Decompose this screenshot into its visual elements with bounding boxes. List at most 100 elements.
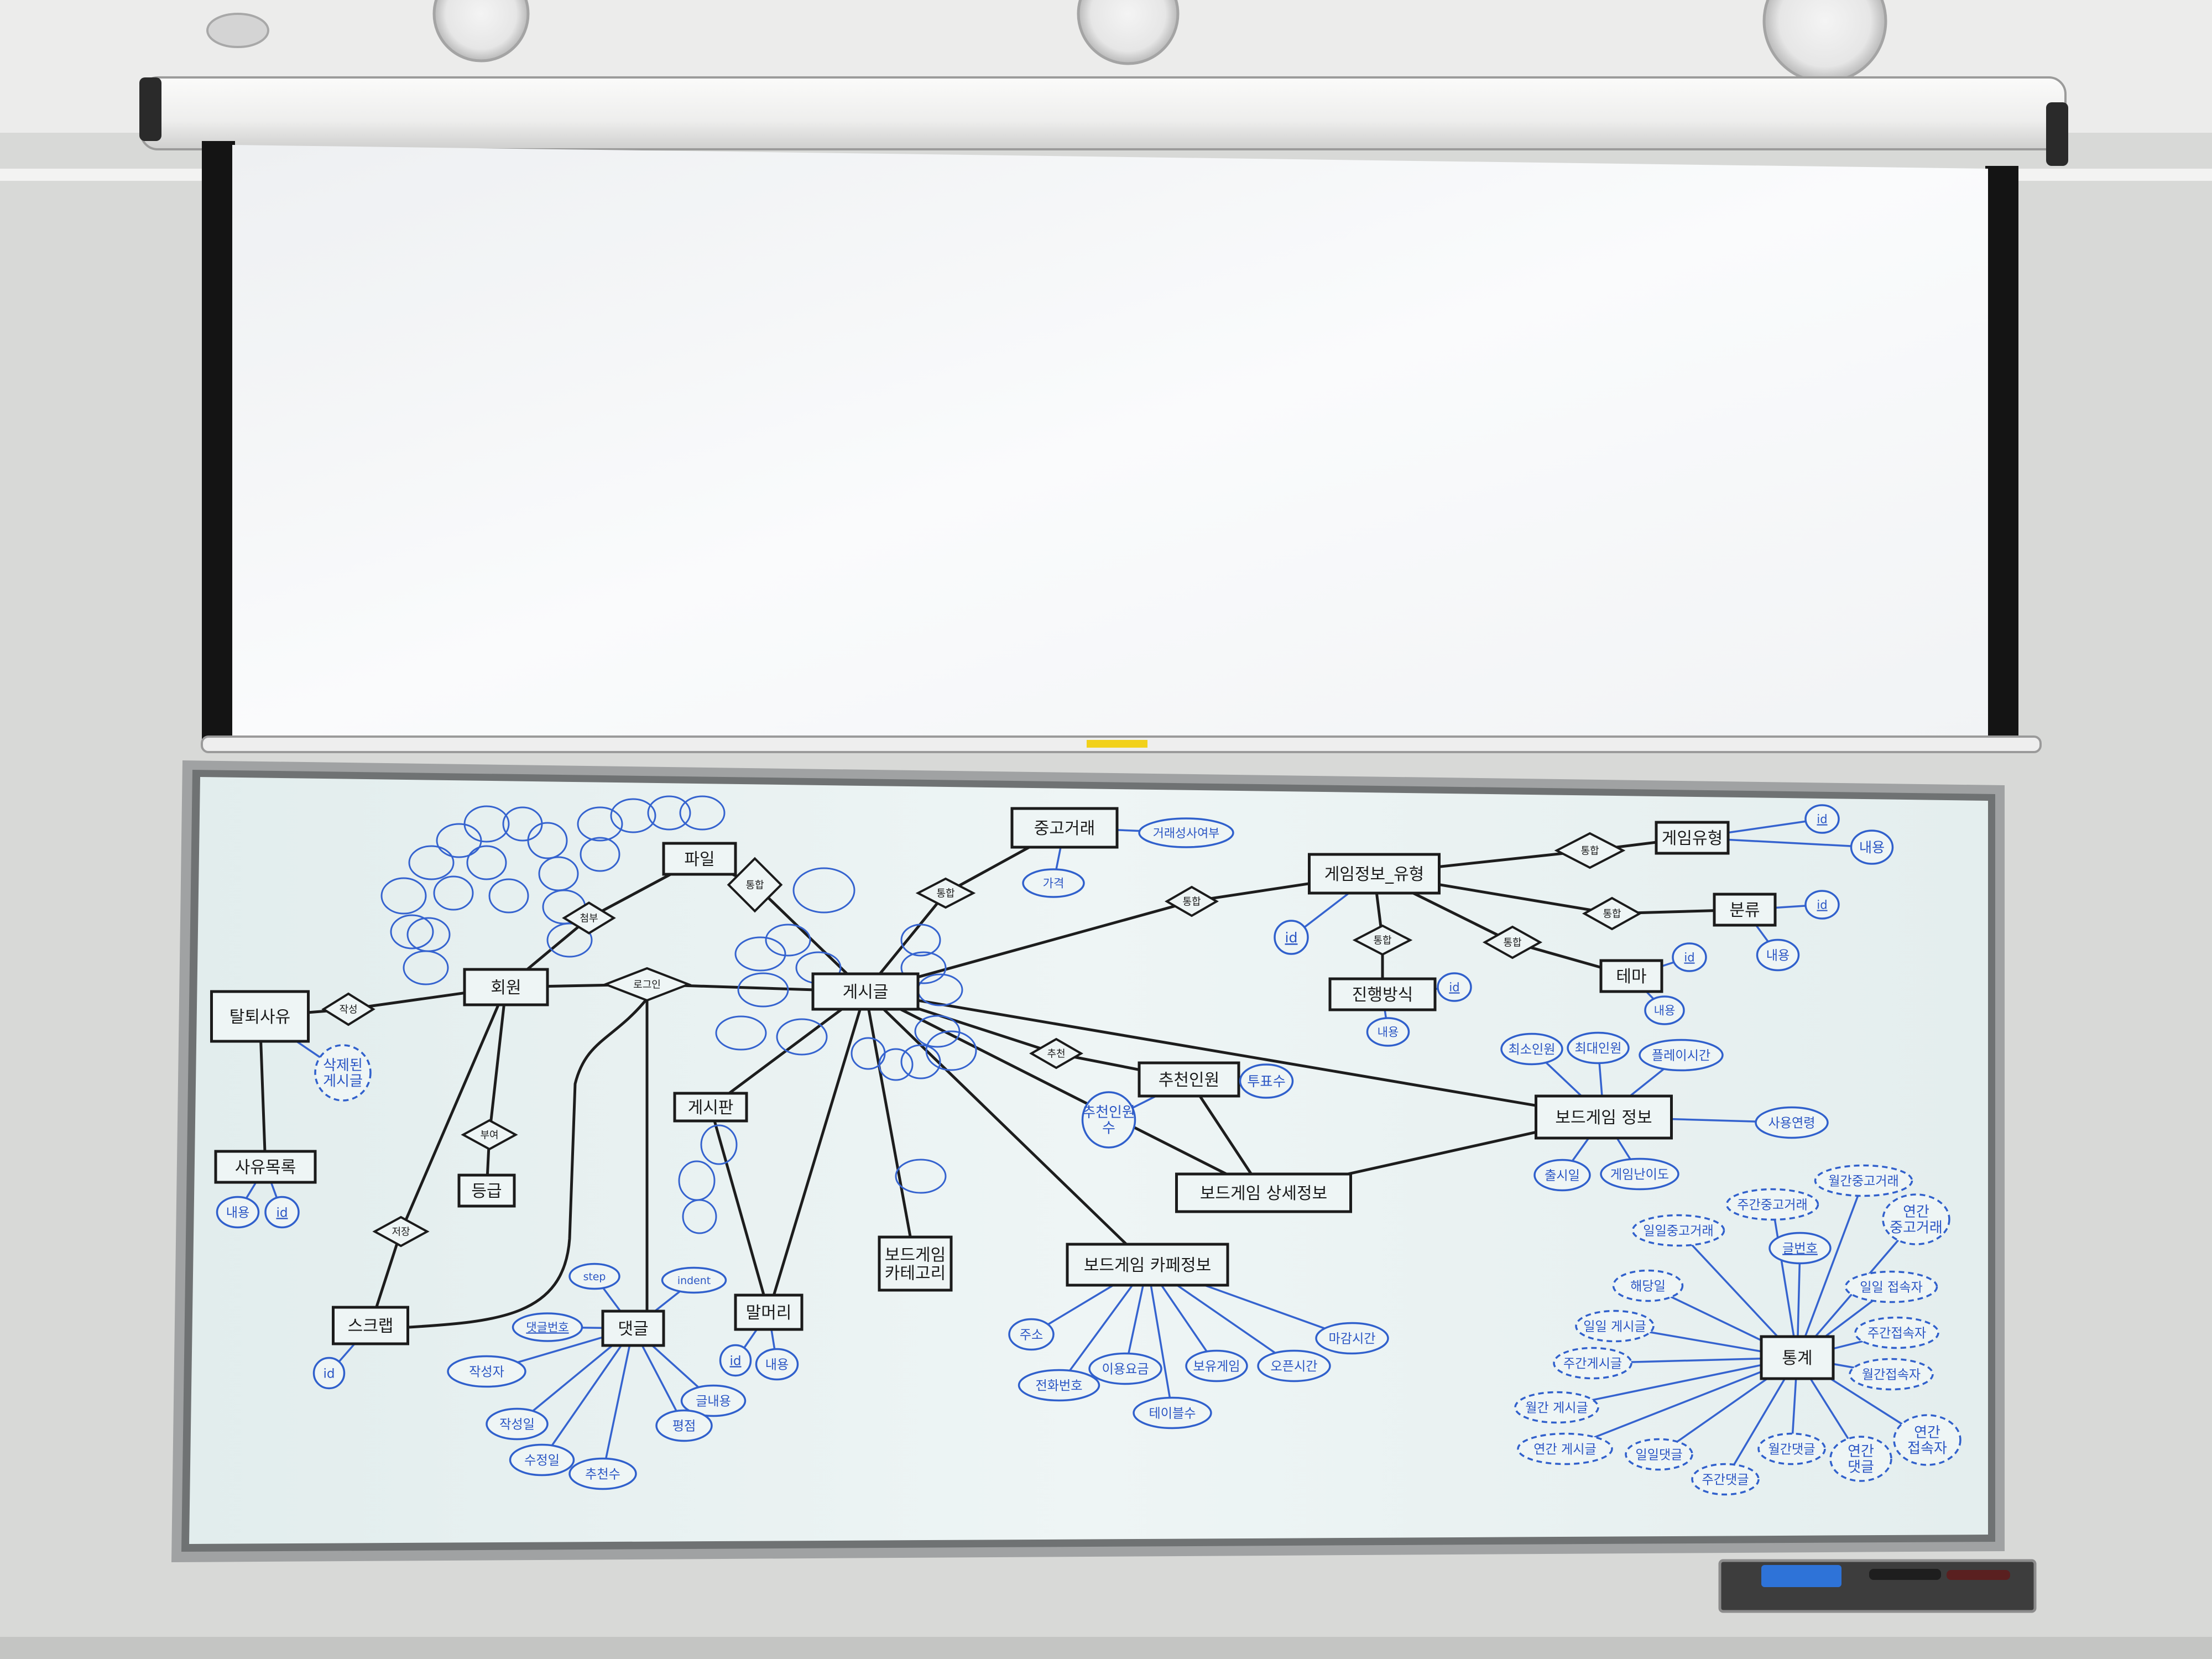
attribute-ellipse [1882,1193,1950,1245]
attribute-ellipse [1725,1188,1819,1221]
attribute-a_weekly_trade: 주간중고거래 [1725,1188,1819,1221]
attribute-ellipse [1639,1039,1724,1072]
attribute-ellipse [1257,1349,1331,1383]
marker-1 [1869,1569,1941,1580]
attribute-a_content_reason: 내용 [216,1196,260,1229]
attribute-a_id_member: id [312,1357,346,1390]
attribute-ellipse [1366,1017,1410,1047]
attribute-a_fee: 이용요금 [1088,1352,1162,1385]
attribute-a_weekly_visit: 주간접속자 [1854,1316,1939,1349]
relationship-integ7: 통합 [1352,924,1413,956]
attribute-ellipse [655,1409,713,1442]
relationship-diamond [915,877,976,909]
entity-boardgame_info: 보드게임 정보 [1535,1094,1673,1140]
attribute-ellipse [1138,817,1234,848]
attribute-bubble [463,805,510,843]
relationship-save: 저장 [372,1215,430,1248]
attribute-ellipse [568,1262,620,1290]
entity-used_trade: 중고거래 [1010,807,1119,849]
diagram-label: 주소 [1020,1328,1044,1342]
attribute-a_indent: indent [661,1266,727,1294]
diagram-label: 보유게임 [1193,1359,1240,1374]
entity-box [1760,1335,1835,1380]
attribute-a_votes: 투표수 [1239,1063,1294,1099]
attribute-bubble [925,1030,977,1071]
relationship-integ4: 통합 [1554,832,1626,869]
entity-progress: 진행방식 [1328,977,1437,1011]
connector [709,1107,770,1313]
entity-game_type: 게임유형 [1655,821,1730,855]
entity-box [1308,853,1441,895]
attribute-a_games: 보유게임 [1185,1349,1248,1383]
diagram-label: id [323,1366,335,1381]
attribute-ellipse [314,1044,372,1102]
attribute-a_date: 해당일 [1612,1269,1684,1302]
diagram-label: 통계 [1782,1349,1812,1368]
diagram-label: 중고거래 [1034,819,1095,838]
connector [399,987,508,1232]
connector [1556,1357,1798,1408]
entity-board: 게시판 [673,1092,748,1123]
diagram-label: 일일 접속자 [1860,1280,1923,1295]
login-curve [409,998,648,1329]
attribute-ellipse [1804,890,1840,920]
entity-box [214,1150,317,1184]
attribute-ellipse [1849,1358,1934,1391]
entity-box [734,1293,804,1331]
diagram-label: 추천수 [585,1467,620,1481]
diagram-label: 말머리 [746,1303,792,1323]
entity-header: 말머리 [734,1293,804,1331]
connector [488,987,508,1135]
attribute-ellipse [1239,1063,1294,1099]
attribute-a_tables: 테이블수 [1133,1396,1212,1430]
diagram-label: 통합 [1373,935,1391,946]
diagram-label: id [1817,899,1827,912]
ceiling-fixtures [206,0,1887,84]
diagram-label: 평점 [672,1419,696,1433]
attribute-ellipse [1133,1396,1212,1430]
diagram-label: 연간 게시글 [1533,1442,1597,1457]
diagram-label: 월간댓글 [1768,1442,1815,1457]
attribute-bubble [715,1015,767,1051]
diagram-label: 내용 [1378,1026,1399,1039]
diagram-label: 첨부 [580,912,598,924]
entity-box [601,1310,665,1347]
marker-2 [1947,1570,2010,1580]
diagram-label: 내용 [226,1206,250,1220]
diagram-label: 사유목록 [235,1158,296,1177]
attribute-bubble [900,1044,941,1079]
attribute-a_difficulty: 게임난이도 [1600,1157,1679,1191]
connector [1796,1180,1865,1358]
attribute-ellipse [1081,1091,1136,1149]
entity-scrap: 스크랩 [332,1306,409,1345]
attribute-a_id_header: id [719,1344,752,1377]
attribute-a_created: 작성일 [486,1407,549,1441]
diagram-label: 통합 [745,879,764,891]
relationship-diamond [562,901,616,935]
entity-box [1713,893,1777,927]
attribute-a_id_cat: id [1804,890,1840,920]
attribute-ellipse [1625,1438,1693,1471]
attribute-a_age: 사용연령 [1755,1106,1829,1139]
attribute-bubble [914,1015,961,1048]
diagram-label: 거래성사여부 [1153,827,1220,841]
relationship-diamond [1352,924,1413,956]
attribute-a_trade_flag: 거래성사여부 [1138,817,1234,848]
diagram-label: 저장 [392,1226,410,1238]
attribute-a_id_prog: id [1437,972,1472,1002]
whiteboard [171,760,2037,1613]
entity-box [1066,1243,1229,1287]
attribute-ellipse [1315,1322,1389,1355]
diagram-label: 보드게임 정보 [1555,1108,1652,1128]
entity-box [1535,1094,1673,1140]
attribute-ellipse [1804,804,1840,834]
entity-box [1655,821,1730,855]
floor-shadow [0,1637,2212,1659]
diagram-label: 로그인 [633,979,661,990]
diagram-label: id [276,1206,288,1220]
relationship-diamond [1582,896,1642,931]
attribute-a_opentime: 오픈시간 [1257,1349,1331,1383]
diagram-label: 글내용 [696,1394,731,1408]
